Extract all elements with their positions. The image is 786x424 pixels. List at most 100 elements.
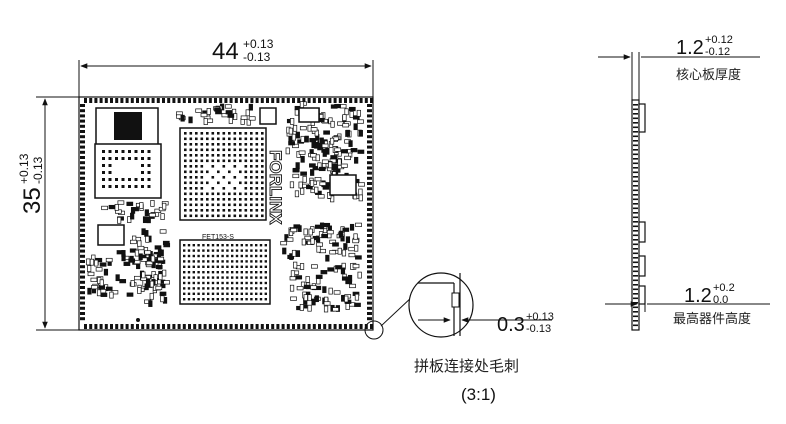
ddr-ball [250,244,253,247]
side-pad [633,153,638,156]
ddr-ball [250,287,253,290]
ddr-ball [259,281,263,285]
edge-pad [80,317,85,321]
ddr-ball [245,249,248,252]
ddr-ball [202,254,205,258]
ddr-ball [207,276,210,279]
edge-pad [188,98,191,103]
bga-ball [189,132,193,135]
ddr-ball [245,265,248,268]
height-value: 35 [19,187,46,214]
bga-ball [244,187,248,190]
ddr-ball [216,244,219,247]
bga-ball [184,192,187,196]
smd-component [299,263,305,270]
smd-component [358,188,363,196]
bga-ball [222,176,226,179]
emmc-ball [108,150,112,153]
smd-component [340,163,348,168]
edge-pad [182,324,186,329]
bga-ball [206,132,209,135]
emmc-ball [134,150,138,153]
bga-ball [233,187,237,190]
smd-component [304,135,309,143]
ddr-ball [264,298,267,301]
edge-pad [80,275,85,279]
bga-ball [255,165,259,168]
ddr-ball [245,287,248,290]
bga-ball [255,143,259,146]
side-pad [633,171,638,174]
emmc-ball [108,185,112,188]
bga-ball [250,203,253,207]
smd-component [158,273,163,281]
ddr-ball [235,287,239,290]
smd-component [121,254,126,262]
emmc-ball [108,157,112,160]
bga-ball [217,154,220,157]
ddr-ball [226,249,229,252]
emmc-ball [121,157,125,160]
side-pad [633,252,638,255]
ddr-ball [240,271,243,274]
smd-component [287,254,295,260]
bga-ball [211,192,215,196]
edge-pad [125,98,129,103]
smd-component [224,104,232,109]
smd-component [354,244,359,252]
bga-ball [222,154,226,157]
ddr-ball [240,244,243,247]
smd-component [130,207,136,214]
ddr-ball [202,292,205,295]
bga-ball [222,209,226,212]
bga-ball [206,170,209,174]
bga-ball [222,132,226,135]
smd-component [87,287,92,295]
smd-component [290,296,297,301]
smd-component [315,235,321,243]
edge-pad [292,98,295,103]
bga-ball [217,137,220,141]
side-pad [633,230,638,232]
side-pad [633,275,638,277]
bga-ball [244,214,248,218]
ddr-ball [264,287,267,290]
bga-ball [250,143,253,146]
smd-component [117,200,125,205]
burr-scale: (3:1) [461,385,496,404]
smd-component [330,155,338,160]
edge-pad [367,171,372,175]
bga-ball [261,137,264,141]
smd-component [332,307,339,312]
smd-component [354,302,361,307]
smd-component [142,216,148,224]
ddr-ball [216,254,219,258]
smd-component [307,294,312,302]
ddr-ball [231,298,234,301]
smd-component [154,245,162,250]
ddr-ball [202,271,205,274]
edge-pad [312,98,316,103]
side-pad [633,104,638,106]
edge-pad [367,130,372,133]
ddr-ball [197,281,200,285]
smd-component [228,117,233,124]
edge-pad [80,187,85,191]
ddr-ball [183,298,186,301]
bga-ball [211,143,215,146]
ddr-ball [192,292,195,295]
smd-component [149,212,156,218]
bga-ball [228,181,231,185]
smd-component [300,155,305,163]
ddr-ball [250,298,253,301]
bga-ball [233,214,237,218]
bga-ball [261,198,264,201]
bga-ball [239,192,242,196]
smd-component [91,285,98,290]
side-pad [633,261,638,264]
ddr-ball [211,271,215,274]
thickness-label: 核心板厚度 [676,67,741,83]
edge-pad [104,98,108,103]
ddr-ball [245,298,248,301]
smd-component [286,237,294,242]
